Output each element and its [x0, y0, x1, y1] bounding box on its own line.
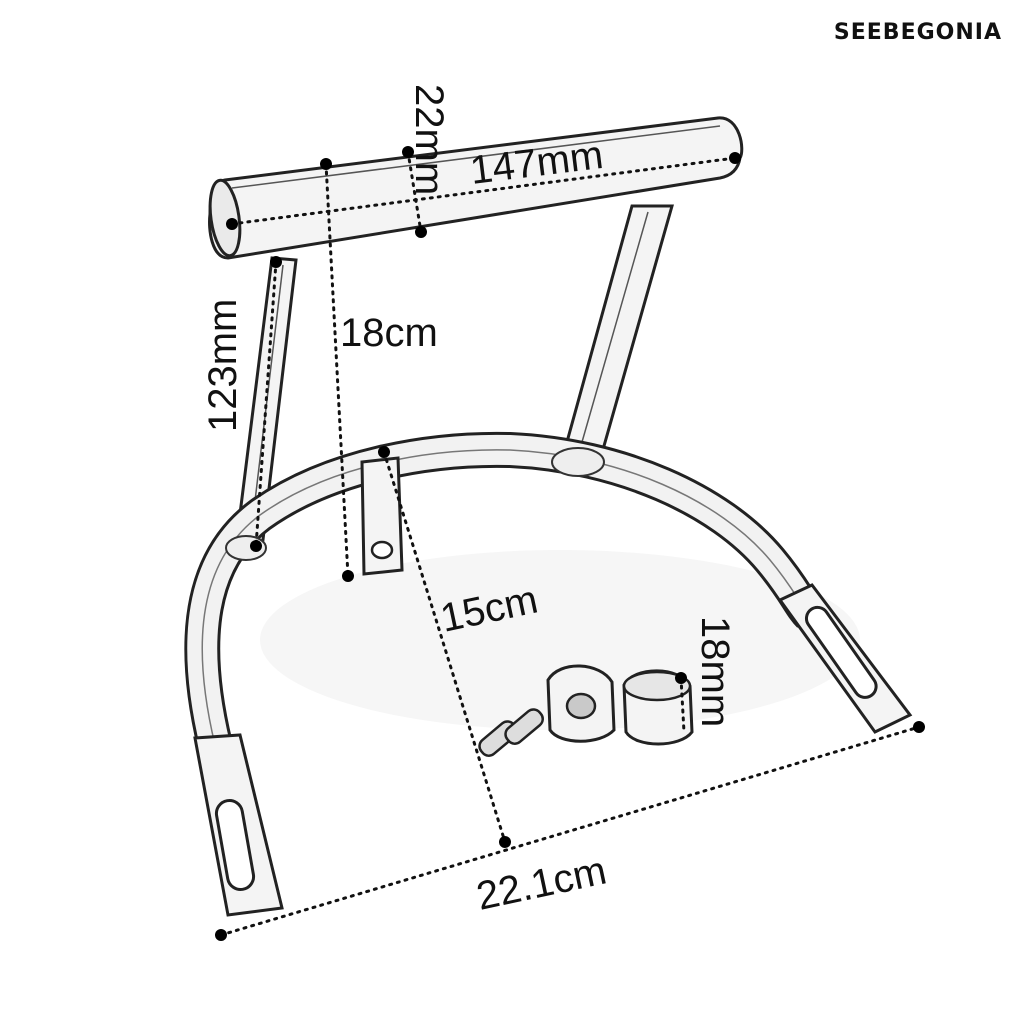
- right-joint: [551, 447, 605, 477]
- set-screw-b: [504, 708, 544, 745]
- label-18cm: 18cm: [340, 311, 438, 355]
- brand-logo: SEEBEGONIA: [833, 20, 1002, 45]
- dim-line-22-1cm: [219, 725, 921, 937]
- ground-shadow: [260, 550, 860, 730]
- right-foot-slot: [804, 605, 878, 699]
- dim-line-18cm: [324, 162, 350, 578]
- label-123mm: 123mm: [201, 299, 245, 432]
- right-leg-post: [560, 204, 674, 462]
- crossbar-end: [208, 178, 242, 258]
- dim-line-22mm: [406, 150, 423, 234]
- label-18mm: 18mm: [693, 616, 737, 727]
- spacer-a-hole: [565, 692, 597, 720]
- left-foot-slot: [214, 798, 256, 892]
- dim-line-147mm: [230, 156, 737, 226]
- label-22-1cm: 22.1cm: [473, 848, 610, 918]
- label-22mm: 22mm: [407, 84, 451, 195]
- mounting-hole: [370, 540, 394, 560]
- dim-line-123mm: [254, 260, 278, 548]
- dim-line-18mm: [679, 676, 686, 734]
- spacer-b-top: [622, 670, 692, 702]
